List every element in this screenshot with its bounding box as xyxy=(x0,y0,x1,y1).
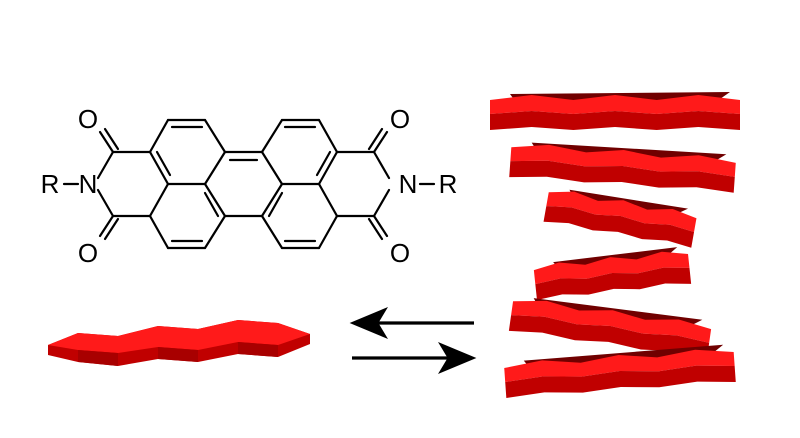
molecule-bonds xyxy=(62,118,436,250)
oxygen-label-top-left: O xyxy=(78,104,98,134)
aggregate-layer-side xyxy=(509,147,735,193)
stacked-aggregate xyxy=(490,92,740,398)
aggregate-layer-top xyxy=(511,300,712,343)
aggregate-layer-top xyxy=(504,349,735,383)
aggregate-layer xyxy=(509,142,736,193)
oxygen-label-bottom-left: O xyxy=(78,238,98,268)
aggregate-layer-side xyxy=(543,192,695,248)
aggregate-layer xyxy=(533,247,692,301)
aggregate-layer-side xyxy=(490,100,740,130)
aggregate-layer-top xyxy=(546,191,697,233)
substituent-label-right: R xyxy=(439,169,458,199)
aggregate-layer-side xyxy=(508,301,710,359)
aggregate-layer xyxy=(543,189,697,248)
nitrogen-label-left: N xyxy=(79,169,98,199)
aggregate-layer-side xyxy=(504,365,736,398)
aggregate-layer xyxy=(508,298,712,359)
oxygen-label-bottom-right: O xyxy=(390,238,410,268)
aggregate-layer-top xyxy=(490,95,740,114)
substituent-label-left: R xyxy=(41,169,60,199)
perylene-bisimide-structure: O O O O N N R R xyxy=(41,104,458,268)
aggregate-layer xyxy=(490,92,740,130)
oxygen-label-top-right: O xyxy=(390,104,410,134)
nitrogen-label-right: N xyxy=(399,169,418,199)
aggregate-layer-top xyxy=(510,144,736,177)
equilibrium-arrows xyxy=(349,307,477,374)
aggregate-layer-side xyxy=(533,267,692,301)
aggregate-layer-top xyxy=(533,251,690,285)
monomer-slab xyxy=(48,320,310,366)
aggregate-layer xyxy=(504,344,736,398)
